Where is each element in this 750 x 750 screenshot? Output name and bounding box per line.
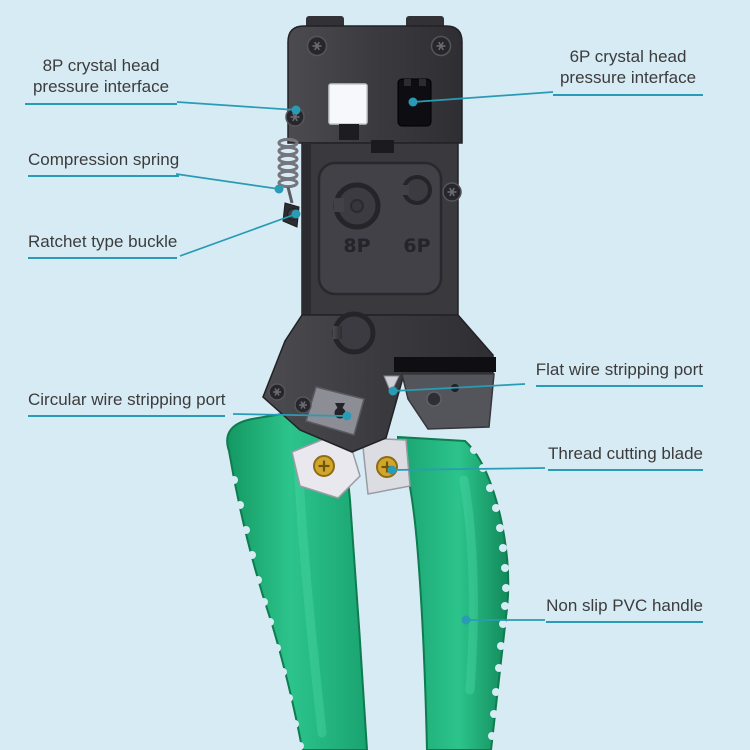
- callout-thread-blade: Thread cutting blade: [548, 443, 703, 472]
- callout-ratchet-buckle: Ratchet type buckle: [28, 231, 178, 260]
- callout-8p-interface: 8P crystal head pressure interface: [25, 55, 177, 105]
- callout-compression-spring: Compression spring: [28, 149, 180, 178]
- embossed-label-8p: 8P: [343, 235, 370, 257]
- leader-thread-blade: [391, 467, 546, 471]
- callout-flat-port: Flat wire stripping port: [535, 359, 703, 388]
- flat-stripping-port-part: [383, 375, 400, 395]
- callout-circular-port: Circular wire stripping port: [28, 389, 226, 418]
- left-handle-grip-ridges: [230, 476, 304, 750]
- pointer-dot-ratchet-buckle: [291, 209, 301, 219]
- torx-screws: [268, 35, 462, 414]
- leader-circular-port: [232, 413, 348, 417]
- right-handle: [397, 435, 510, 750]
- leader-compression-spring: [175, 173, 280, 190]
- pointer-dot-thread-blade: [387, 465, 397, 475]
- pointer-dot-compression-spring: [274, 184, 284, 194]
- pointer-dot-flat-port: [388, 386, 398, 396]
- tool-head: 8P 6P: [262, 16, 496, 453]
- pointer-dot-8p-interface: [291, 105, 301, 115]
- upper-jaw-bar: [394, 357, 496, 372]
- pointer-dot-pvc-handle: [461, 615, 471, 625]
- leader-flat-port: [392, 383, 526, 392]
- compression-spring-part: [277, 137, 299, 189]
- leader-ratchet-buckle: [179, 213, 297, 257]
- callout-pvc-handle: Non slip PVC handle: [546, 595, 703, 624]
- leader-6p-interface: [412, 91, 554, 103]
- callout-6p-interface: 6P crystal head pressure interface: [553, 46, 703, 96]
- embossed-label-6p: 6P: [403, 235, 430, 257]
- blade-screw-left: [313, 455, 335, 477]
- pointer-dot-6p-interface: [408, 97, 418, 107]
- leader-8p-interface: [176, 101, 297, 111]
- pointer-dot-circular-port: [342, 411, 352, 421]
